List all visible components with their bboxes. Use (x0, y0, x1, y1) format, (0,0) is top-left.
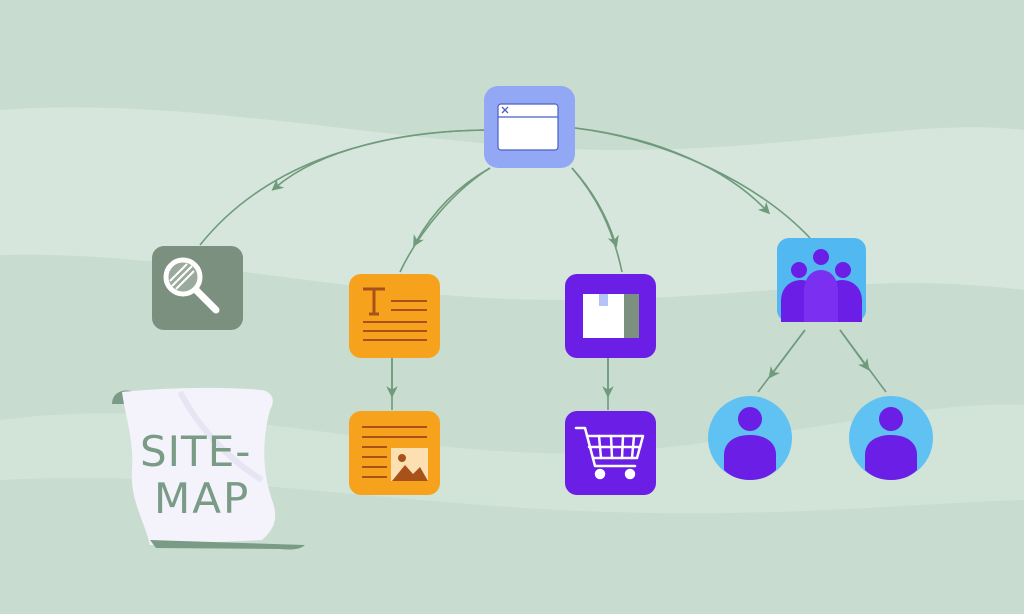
text-document-icon (363, 287, 427, 341)
cart-node (565, 411, 656, 495)
user-icon (865, 407, 917, 480)
users-node (777, 238, 866, 322)
user-icon (724, 407, 776, 480)
search-node (152, 246, 243, 330)
article-node (349, 274, 440, 358)
connector-home-article-head (413, 167, 491, 248)
product-node (565, 274, 656, 358)
box-icon (583, 294, 639, 338)
shopping-cart-icon (574, 426, 645, 480)
connector-home-product-head (571, 167, 619, 248)
connector-users-user-right-head (839, 329, 870, 371)
connectors (199, 127, 887, 410)
scroll-title-line1: SITE- (140, 427, 251, 476)
image-document-icon (362, 426, 428, 481)
user-group-icon (781, 249, 862, 322)
user-left-node (708, 396, 792, 480)
connector-users-user-left-head (768, 329, 806, 379)
scroll-title-line2: MAP (154, 474, 250, 523)
gallery-node (349, 411, 440, 495)
home-node (484, 86, 575, 168)
user-right-node (849, 396, 933, 480)
magnifier-icon (163, 257, 220, 314)
sitemap-scroll: SITE- MAP (112, 387, 305, 550)
connector-home-search-head (271, 129, 486, 191)
connector-home-users-head (574, 127, 771, 215)
browser-window-icon (497, 103, 559, 151)
